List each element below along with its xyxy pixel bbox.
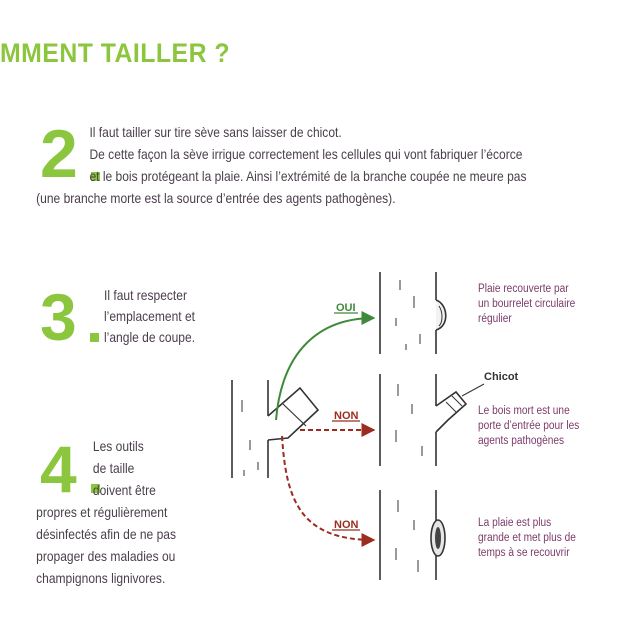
step-3-line-3: l’angle de coupe. <box>104 329 196 345</box>
non-label-2: NON <box>334 519 359 531</box>
caption-large-wound-line-2: grande et met plus de <box>478 532 576 544</box>
caption-chicot-line-3: agents pathogènes <box>478 435 565 447</box>
step-2-line-2: De cette façon la sève irrigue correctem… <box>89 146 523 162</box>
caption-chicot-line-1: Le bois mort est une <box>478 405 570 417</box>
caption-chicot-line-2: porte d’entrée pour les <box>478 420 580 432</box>
step-2-number: 2 <box>40 116 78 192</box>
step-2-line-1: Il faut tailler sur tire sève sans laiss… <box>89 124 342 140</box>
step-2-line-4: (une branche morte est la source d’entré… <box>36 190 396 206</box>
step-4-number: 4 <box>40 432 77 506</box>
trunk-healed <box>379 272 447 354</box>
step-2-bullet <box>91 172 100 181</box>
caption-large-wound-line-1: La plaie est plus <box>478 517 552 529</box>
step-4-line-2: de taille <box>92 460 135 476</box>
step-2-line-3: et le bois protégeant la plaie. Ainsi l’… <box>89 168 527 184</box>
step-3-line-2: l’emplacement et <box>104 308 196 324</box>
source-trunk <box>231 380 320 478</box>
step-4-line-6: propager des maladies ou <box>36 548 176 564</box>
caption-healed-line-1: Plaie recouverte par <box>478 283 569 295</box>
trunk-large-wound <box>379 490 446 580</box>
step-4-line-7: champignons lignivores. <box>36 570 166 586</box>
step-4-line-3: doivent être <box>92 482 156 498</box>
caption-chicot: Le bois mort est une porte d’entrée pour… <box>478 404 579 449</box>
step-3-number: 3 <box>40 280 77 354</box>
oui-arrow <box>275 311 376 421</box>
caption-healed-line-3: régulier <box>478 313 512 325</box>
step-4-bullet <box>91 484 100 493</box>
trunk-chicot <box>379 374 468 466</box>
oui-label: OUI <box>336 302 356 314</box>
step-4-line-5: désinfectés afin de ne pas <box>36 526 177 542</box>
caption-large-wound: La plaie est plus grande et met plus de … <box>478 516 576 561</box>
caption-large-wound-line-3: temps à se recouvrir <box>478 547 570 559</box>
page-title: MMENT TAILLER ? <box>0 38 230 68</box>
step-4-line-1: Les outils <box>92 438 144 454</box>
caption-healed-line-2: un bourrelet circulaire <box>478 298 576 310</box>
step-3-text: Il faut respecter l’emplacement et l’ang… <box>104 285 195 348</box>
step-4-line-4: propres et régulièrement <box>36 504 168 520</box>
caption-healed: Plaie recouverte par un bourrelet circul… <box>478 282 575 327</box>
chicot-label: Chicot <box>484 371 519 383</box>
non-arrow-2 <box>281 435 376 547</box>
non-label-1: NON <box>334 410 359 422</box>
step-3-bullet <box>90 333 99 342</box>
step-3-line-1: Il faut respecter <box>104 287 187 303</box>
